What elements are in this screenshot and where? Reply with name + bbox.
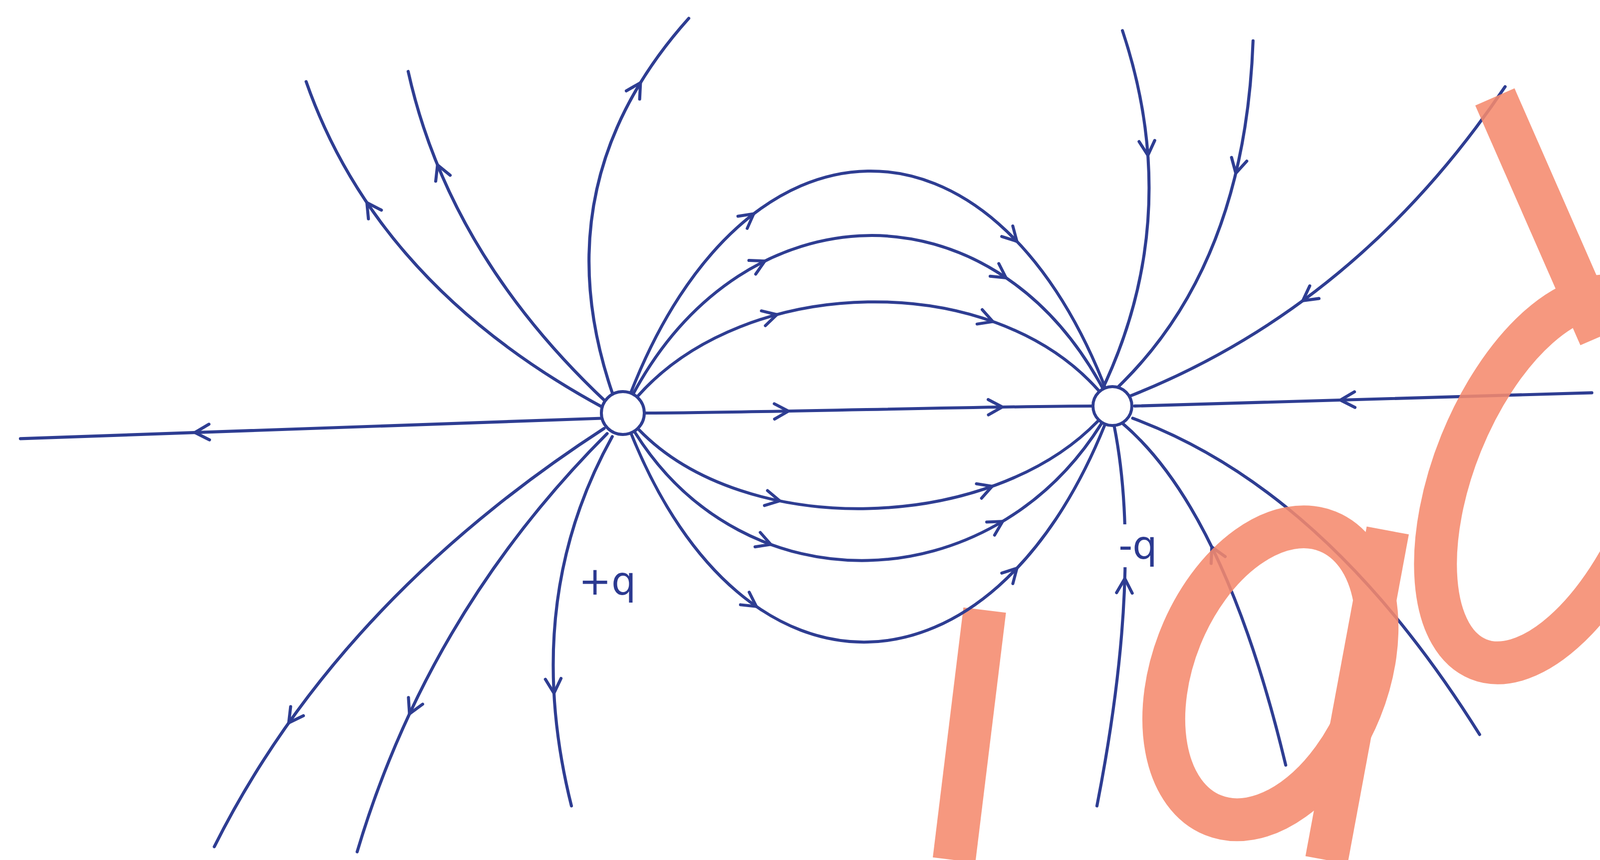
charge-label: +q: [575, 560, 640, 604]
arrowhead: [764, 490, 781, 506]
field-line: [1130, 86, 1505, 397]
arrowhead: [435, 165, 451, 182]
field-line: [588, 18, 689, 394]
watermark-stroke: [1494, 96, 1600, 337]
field-line: [1134, 392, 1593, 407]
arrowhead: [366, 202, 382, 220]
arrowhead: [988, 399, 1003, 416]
field-line: [552, 436, 612, 806]
arrowhead: [738, 214, 755, 229]
field-line-connector: [631, 171, 1105, 392]
arrowhead: [545, 678, 561, 694]
arrowhead: [408, 697, 423, 715]
field-line-connector: [634, 424, 1101, 561]
arrowhead: [195, 424, 210, 440]
arrowhead: [976, 484, 993, 499]
watermark-stroke: [1388, 263, 1600, 696]
arrowhead: [990, 263, 1007, 278]
field-line: [1096, 426, 1126, 807]
field-line: [214, 428, 604, 847]
field-line-connector: [638, 301, 1099, 396]
arrowhead: [626, 82, 641, 100]
arrowhead: [1340, 391, 1355, 408]
arrowhead: [1001, 226, 1017, 242]
watermark-stroke: [1326, 530, 1388, 860]
arrowhead: [288, 707, 304, 724]
arrowhead: [977, 309, 994, 325]
field-line-connector: [633, 235, 1103, 393]
arrowhead: [761, 310, 778, 326]
arrowhead: [1303, 285, 1320, 301]
field-line: [20, 418, 602, 439]
arrowhead: [740, 592, 757, 607]
charge-circle: +q: [599, 390, 646, 437]
arrowhead: [749, 260, 766, 274]
arrowhead: [1116, 578, 1132, 594]
field-line: [408, 71, 608, 404]
arrowhead: [1138, 140, 1155, 156]
field-line-connector: [638, 421, 1098, 509]
arrowhead: [755, 532, 772, 547]
field-line: [1103, 30, 1149, 386]
arrowhead: [774, 403, 789, 420]
field-line: [1117, 40, 1254, 388]
field-line: [357, 433, 608, 852]
arrowhead: [1231, 157, 1247, 174]
watermark-stroke: [954, 610, 985, 860]
charge-label: -q: [1115, 524, 1161, 568]
field-line-connector: [631, 425, 1105, 643]
arrowhead: [1001, 568, 1017, 584]
arrowhead: [986, 521, 1003, 536]
field-line: [305, 81, 604, 409]
charge-circle: -q: [1091, 385, 1134, 428]
field-line-connector: [645, 406, 1092, 414]
